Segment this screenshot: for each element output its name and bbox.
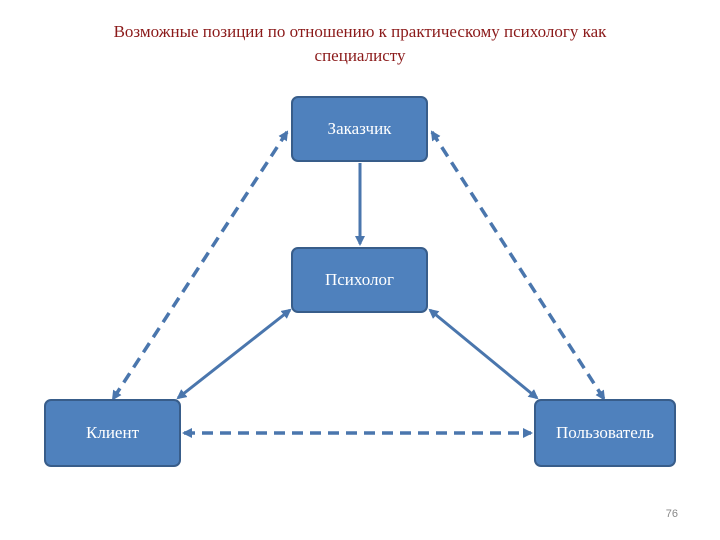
arrow-client-psychologist — [176, 308, 292, 400]
arrow-customer-user — [430, 130, 606, 401]
page-number: 76 — [665, 508, 678, 520]
node-customer: Заказчик — [291, 96, 428, 162]
slide-title-line-2: специалисту — [314, 46, 406, 65]
node-client: Клиент — [44, 399, 181, 467]
node-client-label: Клиент — [86, 423, 139, 442]
slide-title-line-1: Возможные позиции по отношению к практич… — [113, 22, 607, 41]
node-psychologist-label: Психолог — [324, 270, 394, 289]
slide-title: Возможные позиции по отношению к практич… — [40, 20, 680, 68]
node-psychologist: Психолог — [291, 247, 428, 313]
node-customer-label: Заказчик — [327, 119, 392, 138]
node-user: Пользователь — [534, 399, 676, 467]
node-user-label: Пользователь — [555, 423, 655, 442]
arrow-customer-client — [111, 130, 289, 401]
arrow-user-psychologist — [428, 308, 539, 400]
